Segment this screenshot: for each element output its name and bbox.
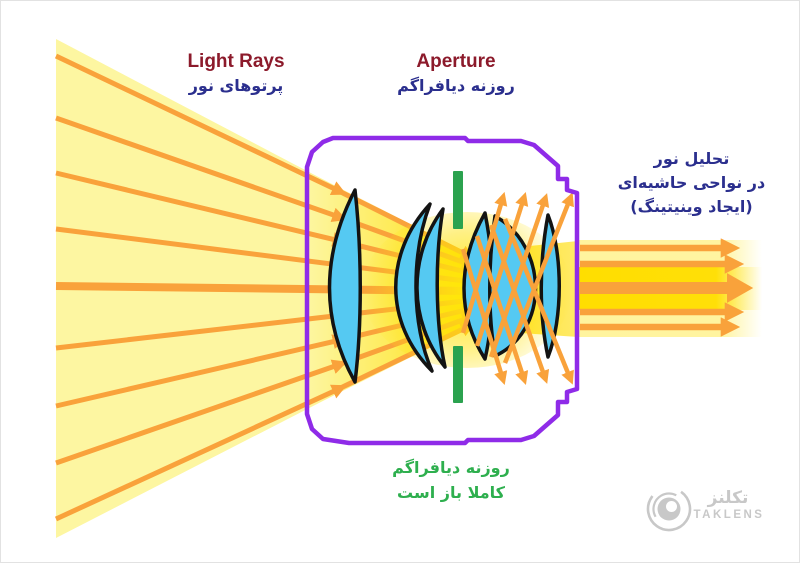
aperture-state-note: روزنه دیافراگم کاملا باز است [361,455,541,505]
lens-barrel-outline [304,135,580,446]
aperture-state-line2: کاملا باز است [397,483,505,502]
aperture-title-fa: روزنه دیافراگم [397,76,515,95]
vignetting-note-line2: در نواحی حاشیه‌ای [617,173,766,192]
aperture-title-en: Aperture [416,51,496,72]
vignetting-note: تحلیل نور در نواحی حاشیه‌ای (ایجاد وینیت… [599,147,784,219]
vignetting-note-line1: تحلیل نور [653,149,730,168]
light-rays-title-fa: پرتوهای نور [188,76,284,95]
marginal-crossing-rays [460,191,574,386]
watermark-brand-en: TAKLENS [693,509,765,521]
middle-doublet-rear [415,207,447,369]
light-rays-title-en: Light Rays [187,51,285,72]
middle-doublet-front [394,202,434,373]
watermark-brand-fa: تکلنز [707,488,749,508]
front-lens-element [327,188,362,384]
vignetting-note-line3: (ایجاد وینیتینگ) [630,197,753,216]
aperture-state-line1: روزنه دیافراگم [392,458,510,477]
aperture-blades [453,171,463,403]
watermark-logo [646,486,692,532]
exit-rays [580,238,754,337]
